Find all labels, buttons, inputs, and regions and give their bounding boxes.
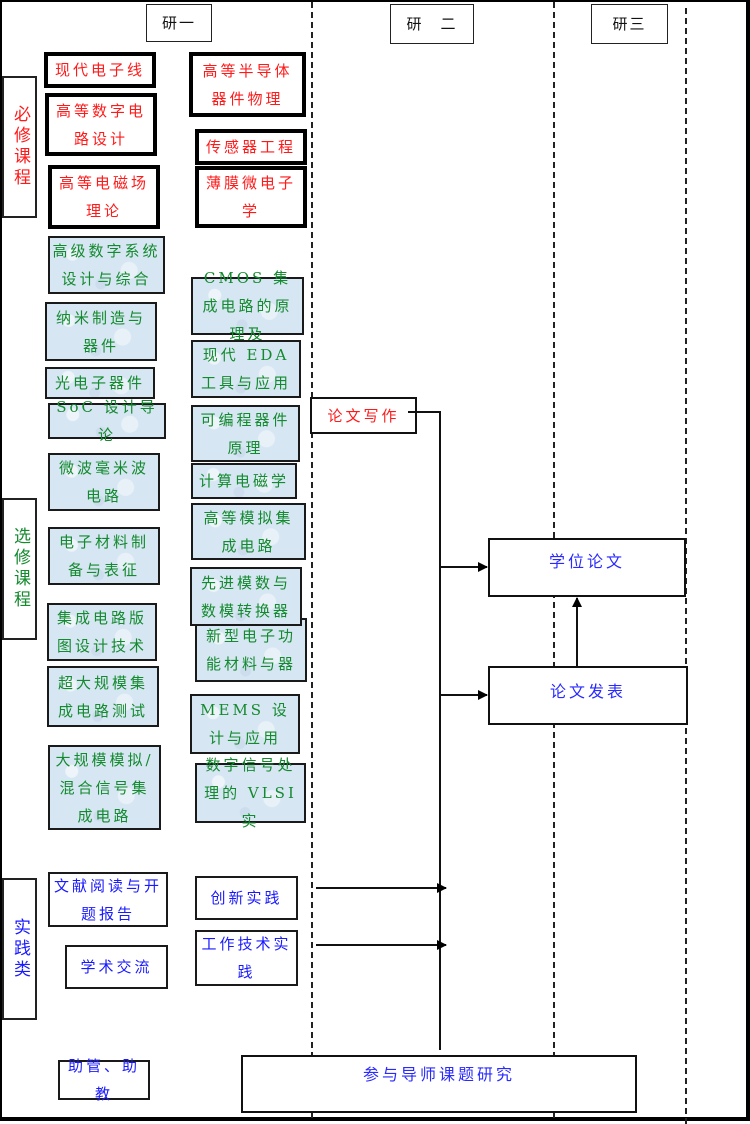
required-course: 高等电磁场理论 bbox=[48, 165, 160, 229]
elective-course: 数字信号处理的 VLSI 实 bbox=[195, 756, 306, 830]
header-year3: 研三 bbox=[591, 4, 668, 44]
separator-year1-year2 bbox=[311, 2, 313, 1118]
header-year1: 研一 bbox=[146, 4, 212, 42]
elective-course: MEMS 设计与应用 bbox=[190, 694, 300, 754]
assistant-role: 助管、助教 bbox=[58, 1057, 150, 1103]
header-year2: 研 二 bbox=[390, 4, 474, 44]
elective-course: 先进模数与数模转换器 bbox=[190, 567, 302, 626]
practice-item: 文献阅读与开题报告 bbox=[48, 872, 168, 927]
category-required: 必修课程 bbox=[2, 76, 37, 218]
elective-course: 现代 EDA 工具与应用 bbox=[191, 340, 301, 398]
separator-year3-end bbox=[685, 8, 687, 1124]
elective-course: 新型电子功能材料与器 bbox=[195, 618, 307, 682]
practice-item: 创新实践 bbox=[195, 876, 298, 920]
required-course: 高等数字电路设计 bbox=[45, 93, 157, 156]
elective-course: 光电子器件 bbox=[45, 367, 155, 399]
frame-right-border bbox=[746, 0, 750, 1121]
elective-course: 高级数字系统设计与综合 bbox=[48, 236, 165, 294]
elective-course: 电子材料制备与表征 bbox=[48, 527, 160, 585]
elective-course: 可编程器件原理 bbox=[191, 405, 300, 462]
degree-thesis: 学位论文 bbox=[488, 538, 686, 597]
elective-course: 纳米制造与器件 bbox=[45, 302, 157, 361]
advisor-research: 参与导师课题研究 bbox=[241, 1055, 637, 1113]
frame-bottom-border bbox=[0, 1118, 750, 1121]
elective-course: 计算电磁学 bbox=[191, 463, 297, 499]
elective-course: 超大规模集成电路测试 bbox=[47, 666, 159, 727]
required-course: 传感器工程 bbox=[195, 129, 307, 165]
category-practice: 实践类 bbox=[2, 878, 37, 1020]
category-elective: 选修课程 bbox=[2, 498, 37, 640]
elective-course: SoC 设计导论 bbox=[48, 398, 166, 444]
publication: 论文发表 bbox=[488, 666, 688, 725]
practice-item: 学术交流 bbox=[65, 945, 168, 989]
elective-course: 大规模模拟/混合信号集成电路 bbox=[48, 745, 161, 830]
required-course: 高等半导体器件物理 bbox=[189, 52, 306, 117]
elective-course: 高等模拟集成电路 bbox=[191, 503, 306, 560]
elective-course: 集成电路版图设计技术 bbox=[47, 603, 157, 661]
elective-course: CMOS 集成电路的原理及 bbox=[191, 269, 304, 343]
practice-item: 工作技术实践 bbox=[195, 930, 298, 986]
required-course: 薄膜微电子学 bbox=[195, 166, 307, 228]
thesis-writing: 论文写作 bbox=[310, 397, 417, 434]
elective-course: 微波毫米波电路 bbox=[48, 453, 160, 511]
required-course: 现代电子线 bbox=[44, 52, 156, 88]
